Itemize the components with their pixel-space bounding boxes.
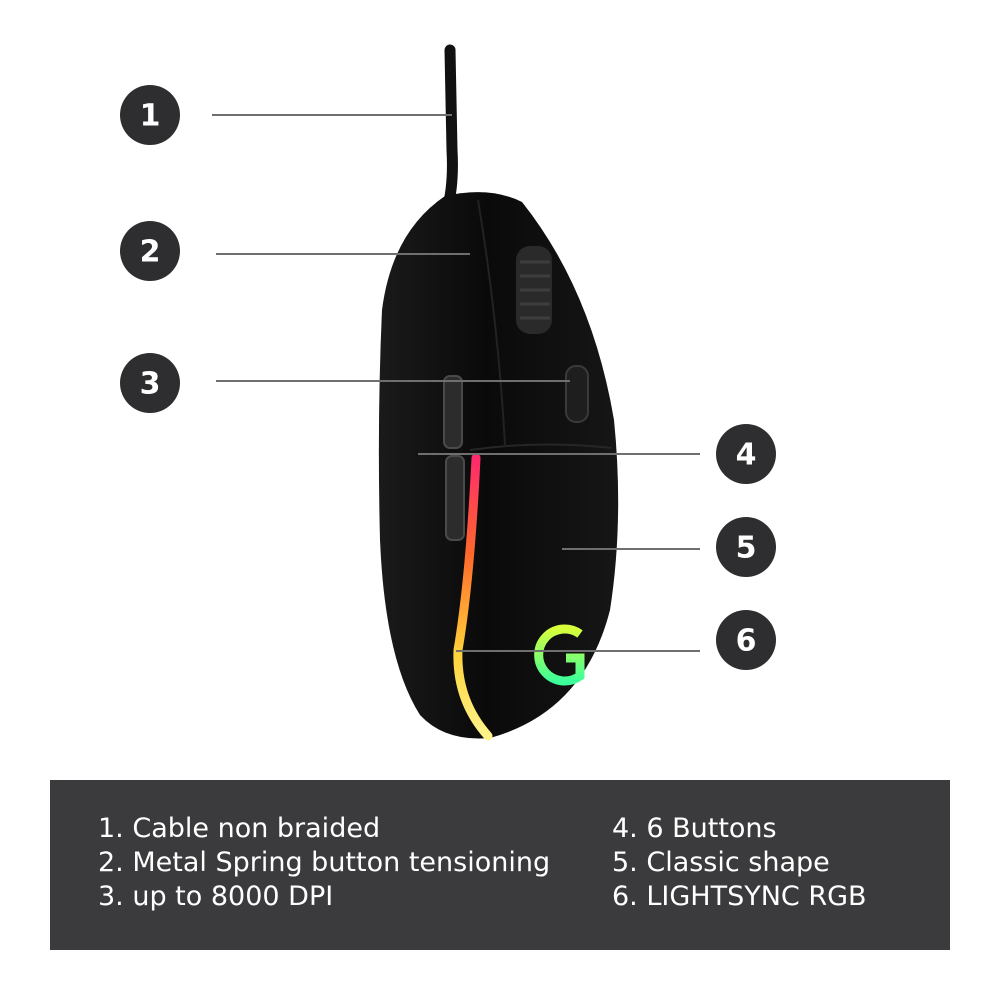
legend-column-left: 1. Cable non braided 2. Metal Spring but… bbox=[98, 812, 550, 914]
callout-badge-4: 4 bbox=[716, 424, 776, 484]
legend-item: 5. Classic shape bbox=[612, 847, 830, 878]
callout-badge-5: 5 bbox=[716, 517, 776, 577]
features-legend-panel: 1. Cable non braided 2. Metal Spring but… bbox=[50, 780, 950, 950]
callout-badge-6: 6 bbox=[716, 610, 776, 670]
side-button-forward bbox=[443, 375, 463, 449]
gaming-mouse-image bbox=[378, 192, 619, 741]
legend-item: 4. 6 Buttons bbox=[612, 813, 777, 844]
legend-column-right: 4. 6 Buttons 5. Classic shape 6. LIGHTSY… bbox=[612, 812, 867, 914]
callout-number-4: 4 bbox=[736, 438, 757, 473]
callout-badge-3: 3 bbox=[120, 353, 180, 413]
mouse-body bbox=[378, 192, 619, 739]
g-logo-icon bbox=[534, 624, 585, 686]
mouse-cable bbox=[441, 44, 458, 216]
callout-number-6: 6 bbox=[736, 624, 757, 659]
rgb-light-strip bbox=[453, 453, 493, 741]
callout-number-5: 5 bbox=[736, 531, 757, 566]
side-button-back bbox=[445, 455, 465, 541]
legend-item: 1. Cable non braided bbox=[98, 813, 381, 844]
legend-item: 6. LIGHTSYNC RGB bbox=[612, 881, 867, 912]
callout-number-3: 3 bbox=[140, 367, 161, 402]
callout-number-1: 1 bbox=[140, 99, 161, 134]
callout-badge-2: 2 bbox=[120, 221, 180, 281]
callout-badge-1: 1 bbox=[120, 85, 180, 145]
callout-number-2: 2 bbox=[140, 235, 161, 270]
dpi-button bbox=[565, 365, 589, 423]
legend-item: 2. Metal Spring button tensioning bbox=[98, 847, 551, 878]
legend-item: 3. up to 8000 DPI bbox=[98, 881, 334, 912]
